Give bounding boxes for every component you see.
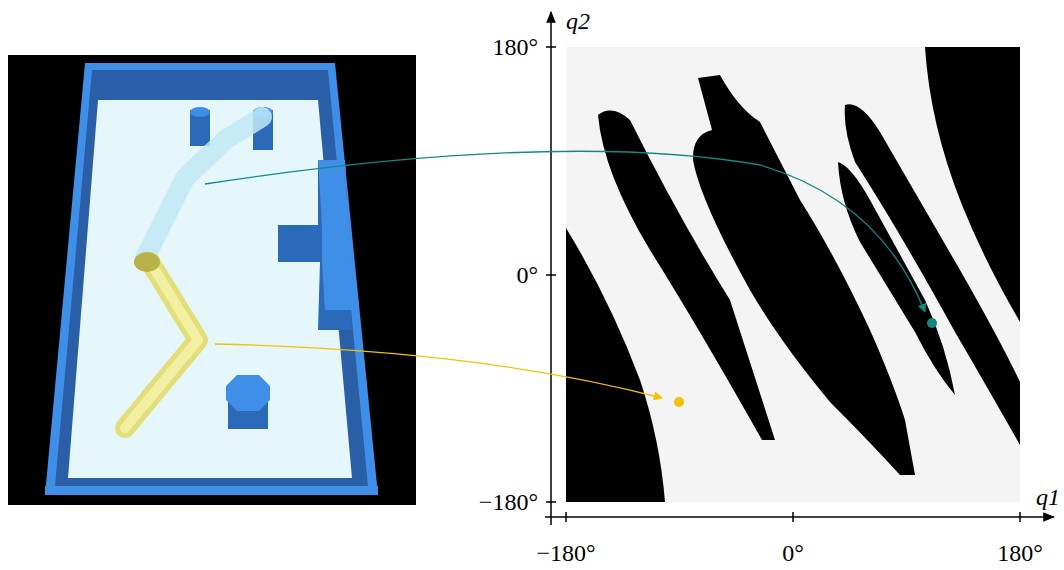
box-rim — [45, 63, 378, 495]
y-axis — [550, 12, 552, 525]
ticks — [546, 47, 1020, 522]
cspace-free — [566, 47, 1020, 502]
wall-obstacle — [278, 160, 352, 330]
mapping-arrow — [215, 344, 662, 398]
tick-label: −180° — [536, 541, 595, 565]
arm-highlight — [125, 262, 198, 428]
tick-label: 180° — [997, 541, 1043, 565]
tick-label: 0° — [516, 263, 538, 287]
tick-label: −180° — [479, 490, 538, 514]
box-wall — [55, 70, 368, 486]
axis-name: q1 — [1036, 485, 1060, 509]
round-obstacle — [226, 375, 270, 429]
config-point — [674, 397, 684, 407]
arm-base — [134, 252, 160, 272]
tick-label: 0° — [782, 541, 804, 565]
wall-obstacle-top — [318, 160, 352, 310]
cspace-obstacles — [566, 47, 1020, 502]
mapping-arrow — [205, 151, 925, 312]
box-floor — [68, 100, 352, 478]
arm-config-b — [125, 262, 198, 428]
axis-name: q2 — [566, 9, 590, 33]
render-background — [8, 55, 416, 505]
tick-label: 180° — [492, 35, 538, 59]
x-axis — [545, 516, 1054, 518]
box-front-rim — [45, 486, 378, 495]
config-point — [927, 318, 937, 328]
arm-config-a — [145, 117, 262, 258]
